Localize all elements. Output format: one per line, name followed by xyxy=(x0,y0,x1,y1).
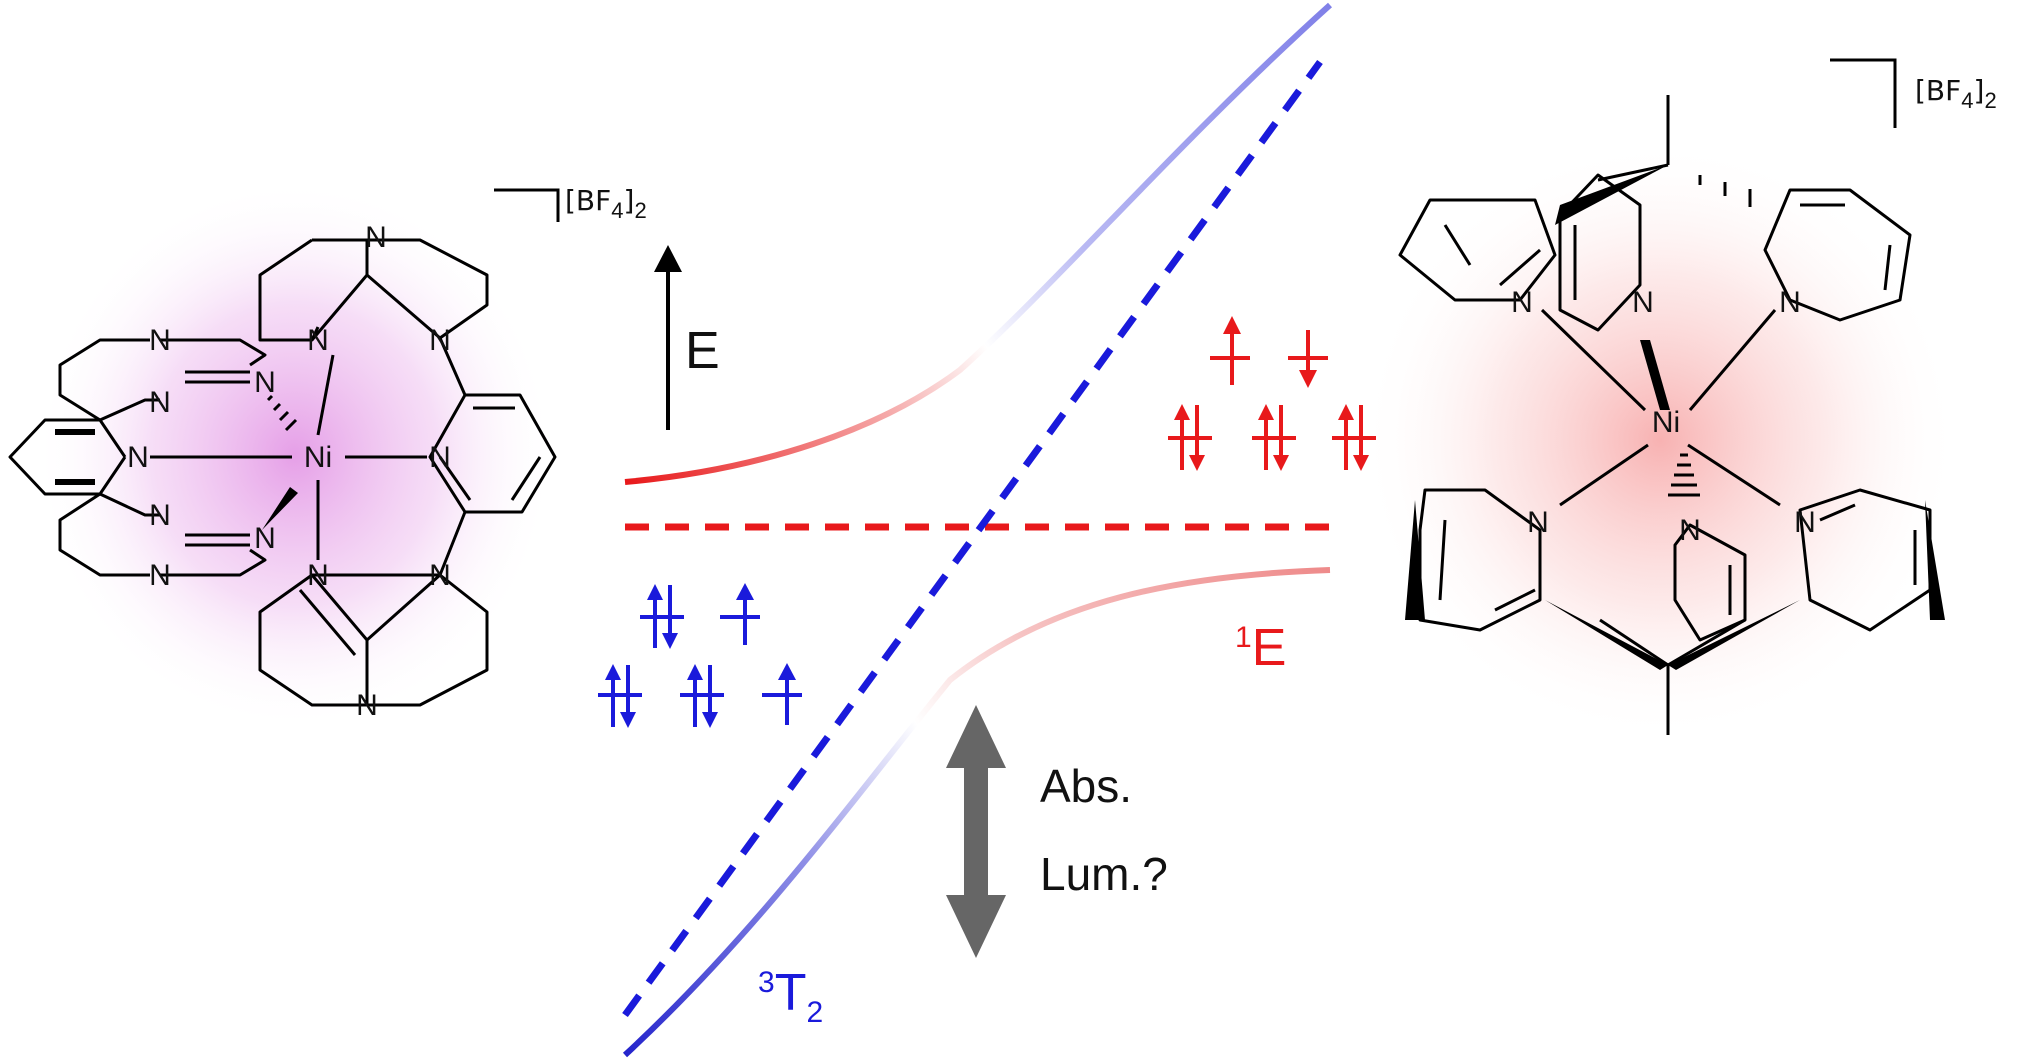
left-n-atom: N xyxy=(254,522,276,555)
right-n-atom: N xyxy=(1779,286,1801,319)
right-wedge-bond xyxy=(1555,165,1668,225)
right-ni-atom: Ni xyxy=(1652,406,1680,439)
triplet-electron-configuration xyxy=(598,583,802,728)
singlet-electron-configuration xyxy=(1168,316,1376,471)
left-n-atom: N xyxy=(429,559,451,592)
luminescence-label: Lum.? xyxy=(1040,848,1168,900)
left-complex-glow xyxy=(35,180,555,730)
left-n-atom: N xyxy=(307,559,329,592)
right-counterion-label: [BF4]2 xyxy=(1915,74,1997,113)
left-n-atom: N xyxy=(307,324,329,357)
singlet-state-label: 1E xyxy=(1235,619,1286,677)
singly-occupied-orbital xyxy=(720,583,760,645)
left-complex-bonds xyxy=(8,238,557,707)
left-n-atom: N xyxy=(254,366,276,399)
left-n-atom: N xyxy=(149,499,171,532)
right-n-atom: N xyxy=(1511,286,1533,319)
energy-axis-arrowhead xyxy=(654,245,682,272)
absorption-label: Abs. xyxy=(1040,760,1132,812)
singly-occupied-orbital xyxy=(1288,330,1328,388)
left-n-atom: N xyxy=(149,386,171,419)
singly-occupied-orbital xyxy=(1210,316,1250,385)
left-n-atom: N xyxy=(365,221,387,254)
right-hash-bond xyxy=(1668,175,1752,497)
left-hash-bond xyxy=(266,394,298,432)
doubly-occupied-orbital xyxy=(640,584,684,649)
left-wedge-bond xyxy=(262,487,298,530)
left-n-atom: N xyxy=(429,324,451,357)
doubly-occupied-orbital xyxy=(1332,404,1376,471)
right-wedge-bond xyxy=(1640,340,1670,410)
right-n-atom: N xyxy=(1794,506,1816,539)
left-complex-atoms: Ni N N N N N N N N N N N N N N xyxy=(127,221,451,722)
triplet-diabatic-line xyxy=(622,59,1323,1018)
doubly-occupied-orbital xyxy=(680,664,724,728)
right-wedge-bond xyxy=(1545,600,1668,670)
left-n-atom: N xyxy=(429,441,451,474)
right-n-atom: N xyxy=(1632,286,1654,319)
left-n-atom: N xyxy=(356,689,378,722)
energy-axis-label: E xyxy=(685,322,720,380)
state-curves xyxy=(622,2,1335,1058)
transition-indicator: Abs. Lum.? xyxy=(946,705,1168,958)
left-charge-bracket xyxy=(494,188,560,222)
lower-avoided-crossing-curve xyxy=(622,567,1331,1058)
right-n-atom: N xyxy=(1679,514,1701,547)
doubly-occupied-orbital xyxy=(1252,404,1296,471)
singly-occupied-orbital xyxy=(762,663,802,725)
right-complex: Ni N N N N N N [BF4]2 xyxy=(1360,58,1997,740)
energy-axis: E xyxy=(654,245,720,430)
left-n-atom: N xyxy=(127,441,149,474)
right-n-atom: N xyxy=(1527,506,1549,539)
right-wedge-bond xyxy=(1925,500,1945,620)
upper-avoided-crossing-curve xyxy=(624,2,1333,485)
left-ni-atom: Ni xyxy=(304,441,332,474)
double-headed-arrow xyxy=(946,705,1006,958)
doubly-occupied-orbital xyxy=(598,664,642,728)
right-wedge-bond xyxy=(1405,500,1425,620)
right-complex-atoms: Ni N N N N N N xyxy=(1511,286,1816,547)
left-n-atom: N xyxy=(149,324,171,357)
left-complex: Ni N N N N N N N N N N N N N N [BF4]2 xyxy=(8,180,647,730)
right-wedge-bond xyxy=(1668,600,1800,670)
triplet-state-label: 3T2 xyxy=(758,964,823,1029)
right-charge-bracket xyxy=(1830,58,1897,128)
right-complex-glow xyxy=(1360,140,1960,740)
left-n-atom: N xyxy=(149,559,171,592)
left-counterion-label: [BF4]2 xyxy=(565,184,647,223)
doubly-occupied-orbital xyxy=(1168,404,1212,471)
